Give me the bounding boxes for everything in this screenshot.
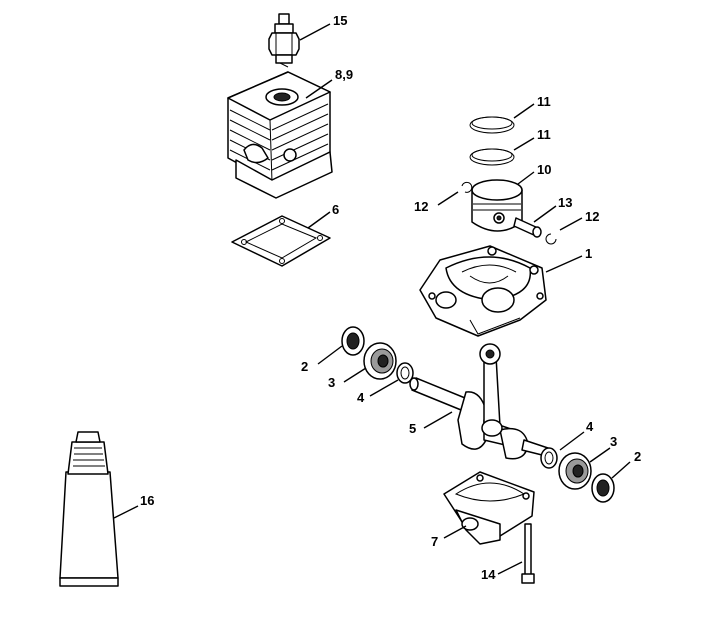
- callout-2-left: 2: [301, 359, 308, 374]
- part-4-washer-right: [540, 447, 558, 469]
- callout-4-left: 4: [357, 390, 365, 405]
- part-11-piston-ring-upper: [469, 116, 515, 134]
- callout-8-9: 8,9: [335, 67, 353, 82]
- callout-12-left: 12: [414, 199, 428, 214]
- part-7-crankcase-half: [443, 471, 535, 545]
- callout-16: 16: [140, 493, 154, 508]
- part-3-ball-bearing-left: [363, 342, 397, 380]
- callout-7: 7: [431, 534, 438, 549]
- part-16-grease-tube: [59, 431, 119, 587]
- callout-6: 6: [332, 202, 339, 217]
- part-2-oil-seal-left: [341, 326, 365, 356]
- callout-11-lower: 11: [537, 127, 551, 142]
- callout-14: 14: [481, 567, 496, 582]
- part-15-spark-plug: [268, 13, 300, 68]
- part-11-piston-ring-lower: [469, 148, 515, 166]
- part-12-circlip-right: [545, 233, 557, 245]
- leader-lines: [113, 23, 631, 575]
- callout-11-upper: 11: [537, 94, 551, 109]
- callout-labels: 15 8,9 11 11 10 12 13 12 6 1 2 3 4 5 4 3…: [140, 13, 641, 582]
- part-2-oil-seal-right: [591, 473, 615, 503]
- callout-3-right: 3: [610, 434, 617, 449]
- callout-5: 5: [409, 421, 416, 436]
- part-4-washer-left: [396, 362, 414, 384]
- part-1-crankcase: [419, 245, 547, 337]
- callout-1: 1: [585, 246, 592, 261]
- part-8-9-cylinder: [227, 71, 333, 199]
- part-6-gasket: [231, 215, 331, 267]
- part-14-screw: [521, 523, 535, 584]
- callout-2-right: 2: [634, 449, 641, 464]
- part-3-ball-bearing-right: [558, 452, 592, 490]
- part-12-circlip-left: [461, 181, 473, 193]
- part-5-crankshaft: [409, 343, 549, 460]
- callout-12-right: 12: [585, 209, 599, 224]
- callout-10: 10: [537, 162, 551, 177]
- callout-4-right: 4: [586, 419, 594, 434]
- callout-13: 13: [558, 195, 572, 210]
- callout-15: 15: [333, 13, 347, 28]
- part-13-piston-pin: [513, 217, 542, 238]
- callout-3-left: 3: [328, 375, 335, 390]
